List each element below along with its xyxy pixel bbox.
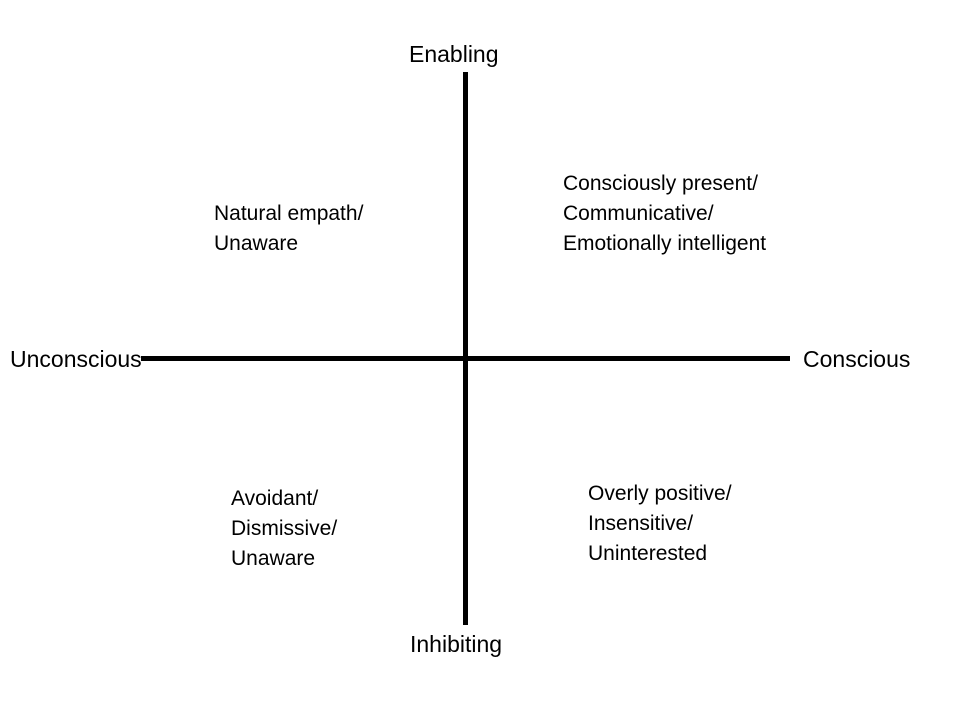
quadrant-line: Communicative/ [563, 202, 714, 225]
quadrant-label-bottom-right: Overly positive/ Insensitive/ Uninterest… [588, 479, 732, 569]
quadrant-line: Natural empath/ [214, 202, 364, 225]
vertical-axis-line [463, 72, 468, 625]
quadrant-line: Unaware [231, 547, 316, 570]
horizontal-axis-line [141, 356, 790, 361]
axis-label-conscious: Conscious [803, 346, 911, 372]
axis-label-enabling: Enabling [409, 41, 499, 67]
axis-label-inhibiting: Inhibiting [410, 631, 503, 657]
quadrant-line: Uninterested [588, 542, 708, 565]
quadrant-line: Overly positive/ [588, 482, 732, 505]
quadrant-line: Avoidant/ [231, 487, 319, 510]
quadrant-line: Insensitive/ [588, 512, 694, 535]
quadrant-label-bottom-left: Avoidant/ Dismissive/ Unaware [231, 484, 337, 574]
axis-label-unconscious: Unconscious [10, 346, 142, 372]
quadrant-line: Unaware [214, 232, 299, 255]
quadrant-line: Emotionally intelligent [563, 232, 767, 255]
quadrant-label-top-left: Natural empath/ Unaware [214, 199, 363, 259]
quadrant-label-top-right: Consciously present/ Communicative/ Emot… [563, 169, 766, 259]
quadrant-line: Dismissive/ [231, 517, 338, 540]
quadrant-line: Consciously present/ [563, 172, 758, 195]
